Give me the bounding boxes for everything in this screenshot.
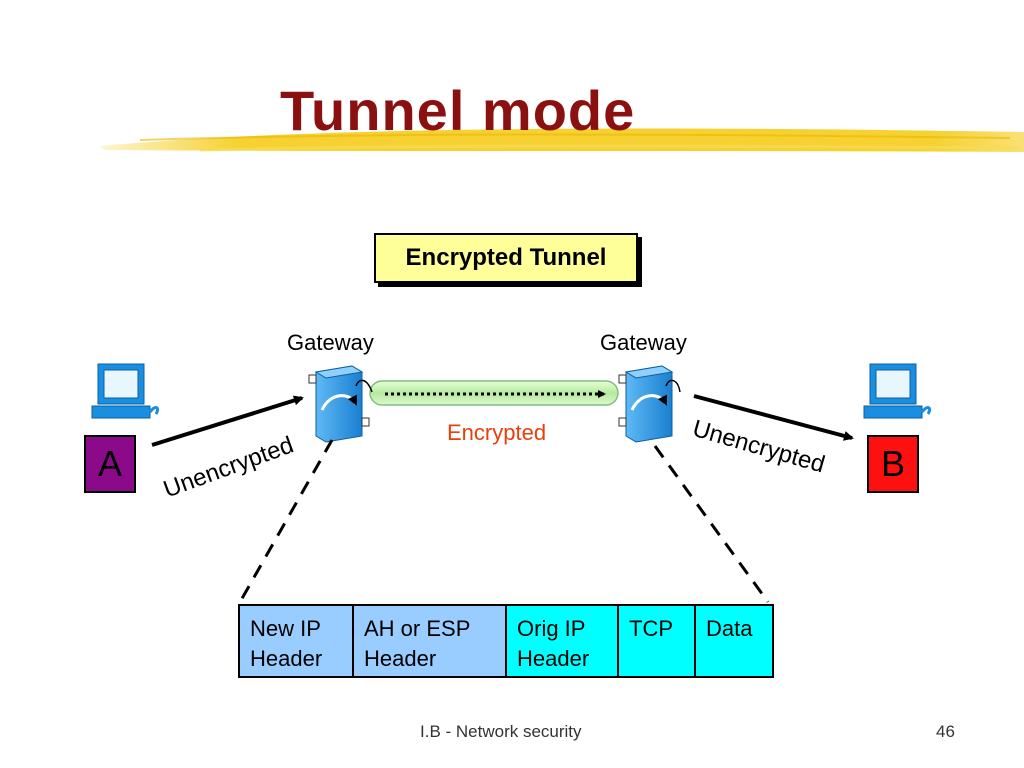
host-a-label: A [84,435,136,493]
packet-structure: New IP Header AH or ESP Header Orig IP H… [238,604,774,678]
encrypted-tunnel-label: Encrypted Tunnel [374,233,638,283]
slide-footer: I.B - Network security [420,722,582,741]
title-highlight-stroke [100,128,1024,152]
packet-cell-data: Data [696,606,772,676]
packet-cell-new-ip-header: New IP Header [240,606,354,676]
zoom-line-left [238,439,334,603]
packet-cell-orig-ip-header: Orig IP Header [507,606,619,676]
computer-icon-a [91,363,160,419]
encrypted-label: Encrypted [447,420,547,445]
encrypted-tunnel-tube [369,380,619,406]
zoom-line-right [653,445,770,603]
gateway-right-icon [618,365,681,443]
arrow-gateway-to-b [693,394,854,441]
gateway-left-label: Gateway [287,330,374,355]
slide-title: Tunnel mode [280,79,636,142]
packet-cell-tcp: TCP [619,606,696,676]
arrow-a-to-gateway [151,395,304,447]
packet-cell-ah-esp-header: AH or ESP Header [354,606,507,676]
computer-icon-b [863,363,932,419]
gateway-right-label: Gateway [600,330,687,355]
gateway-left-icon [308,365,373,443]
host-b-label: B [867,435,919,493]
page-number: 46 [936,722,955,741]
